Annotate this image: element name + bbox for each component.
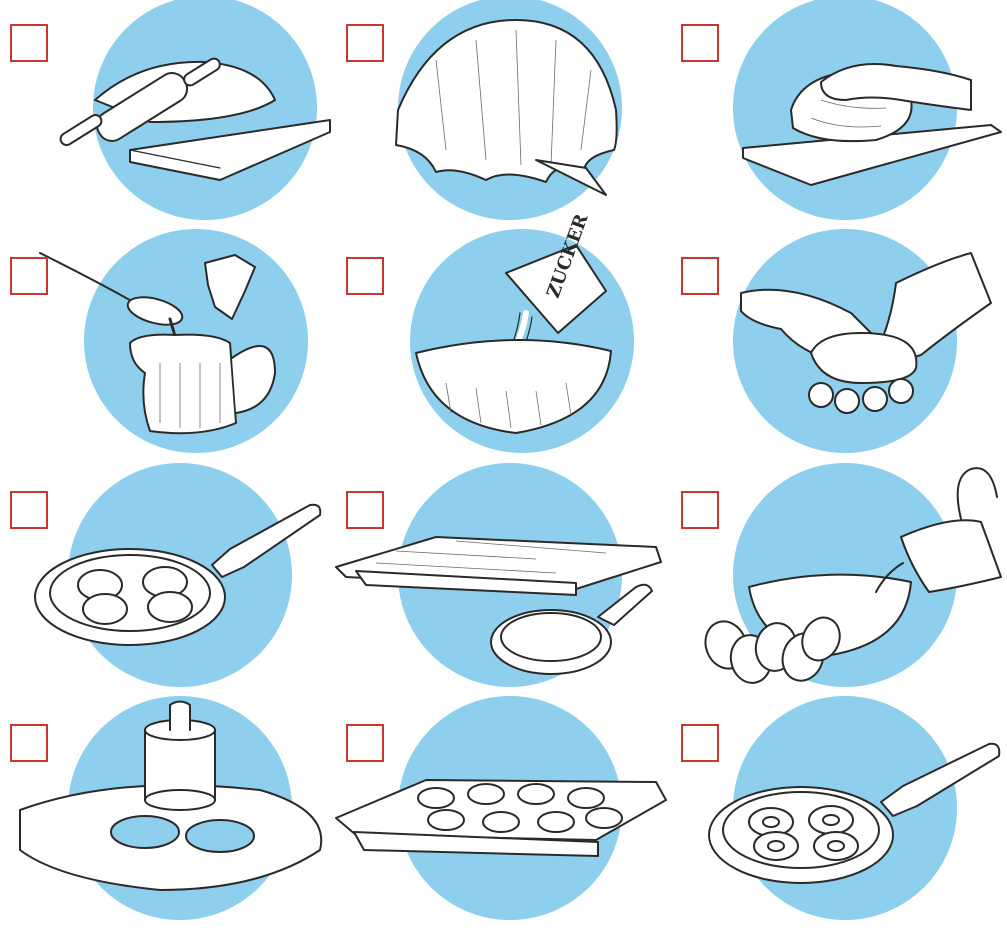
eggs-and-jug-bowl-icon (671, 467, 1007, 700)
step-checkbox[interactable] (10, 257, 48, 295)
step-checkbox[interactable] (346, 724, 384, 762)
step-cell (671, 700, 1007, 933)
step-checkbox[interactable] (681, 491, 719, 529)
step-cell (671, 233, 1007, 466)
step-cell (671, 0, 1007, 233)
step-cell (0, 467, 336, 700)
cloth-covered-bowl-icon (336, 0, 672, 233)
rolling-pin-dough-icon (0, 0, 336, 233)
step-cell (0, 233, 336, 466)
step-cell (336, 700, 672, 933)
step-cell: ZUCKER (336, 233, 672, 466)
step-cell (0, 700, 336, 933)
hands-shaping-dough-icon (671, 233, 1007, 466)
kneading-dough-icon (671, 0, 1007, 233)
paper-tray-and-pan-icon (336, 467, 672, 700)
step-checkbox[interactable] (681, 24, 719, 62)
step-cell (336, 0, 672, 233)
step-checkbox[interactable] (681, 724, 719, 762)
flour-bag-pouring-into-bowl-icon: ZUCKER (336, 233, 672, 466)
step-checkbox[interactable] (346, 24, 384, 62)
step-cell (0, 0, 336, 233)
frying-pan-dough-balls-icon (0, 467, 336, 700)
cutter-on-dough-icon (0, 700, 336, 933)
step-checkbox[interactable] (10, 491, 48, 529)
step-checkbox[interactable] (10, 24, 48, 62)
step-checkbox[interactable] (10, 724, 48, 762)
step-checkbox[interactable] (346, 491, 384, 529)
frying-pan-doughnuts-icon (671, 700, 1007, 933)
step-cell (336, 467, 672, 700)
spoon-pouring-into-jug-icon (0, 233, 336, 466)
tray-of-doughnuts-icon (336, 700, 672, 933)
step-checkbox[interactable] (346, 257, 384, 295)
step-checkbox[interactable] (681, 257, 719, 295)
step-cell (671, 467, 1007, 700)
